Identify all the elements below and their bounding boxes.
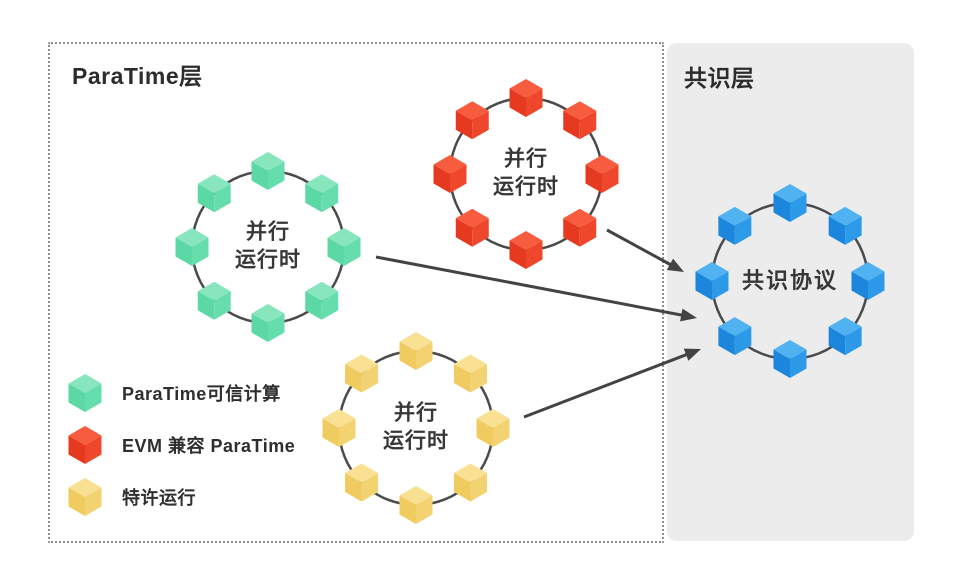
yellow-paratime-ring-label: 并行运行时 bbox=[383, 401, 449, 453]
legend-item-trusted-compute: ParaTime可信计算 bbox=[66, 367, 295, 419]
legend-item-evm-compatible: EVM 兼容 ParaTime bbox=[66, 419, 295, 471]
legend-item-permissioned: 特许运行 bbox=[66, 471, 295, 523]
legend-label: EVM 兼容 ParaTime bbox=[122, 436, 296, 456]
green-paratime-ring bbox=[175, 152, 361, 342]
green-cube-icon bbox=[68, 374, 102, 412]
consensus-layer-title: 共识层 bbox=[684, 65, 755, 91]
red-paratime-ring-label: 并行运行时 bbox=[493, 147, 559, 199]
legend-label: ParaTime可信计算 bbox=[122, 384, 281, 404]
red-cube-icon bbox=[68, 426, 102, 464]
consensus-ring bbox=[695, 184, 885, 378]
arrow-green-paratime-ring-to-consensus-ring bbox=[375, 255, 697, 322]
arrow-red-paratime-ring-to-consensus-ring bbox=[606, 228, 684, 272]
green-paratime-ring-label: 并行运行时 bbox=[235, 220, 301, 272]
paratime-layer-panel bbox=[48, 42, 664, 543]
paratime-layer-title: ParaTime层 bbox=[72, 63, 203, 89]
consensus-ring-label: 共识协议 bbox=[741, 268, 839, 294]
legend: ParaTime可信计算 EVM 兼容 ParaTime 特许运行 bbox=[66, 367, 295, 523]
arrow-yellow-paratime-ring-to-consensus-ring bbox=[523, 348, 701, 419]
yellow-paratime-ring bbox=[322, 332, 510, 524]
legend-label: 特许运行 bbox=[122, 488, 196, 508]
red-paratime-ring bbox=[433, 79, 619, 269]
yellow-cube-icon bbox=[68, 478, 102, 516]
